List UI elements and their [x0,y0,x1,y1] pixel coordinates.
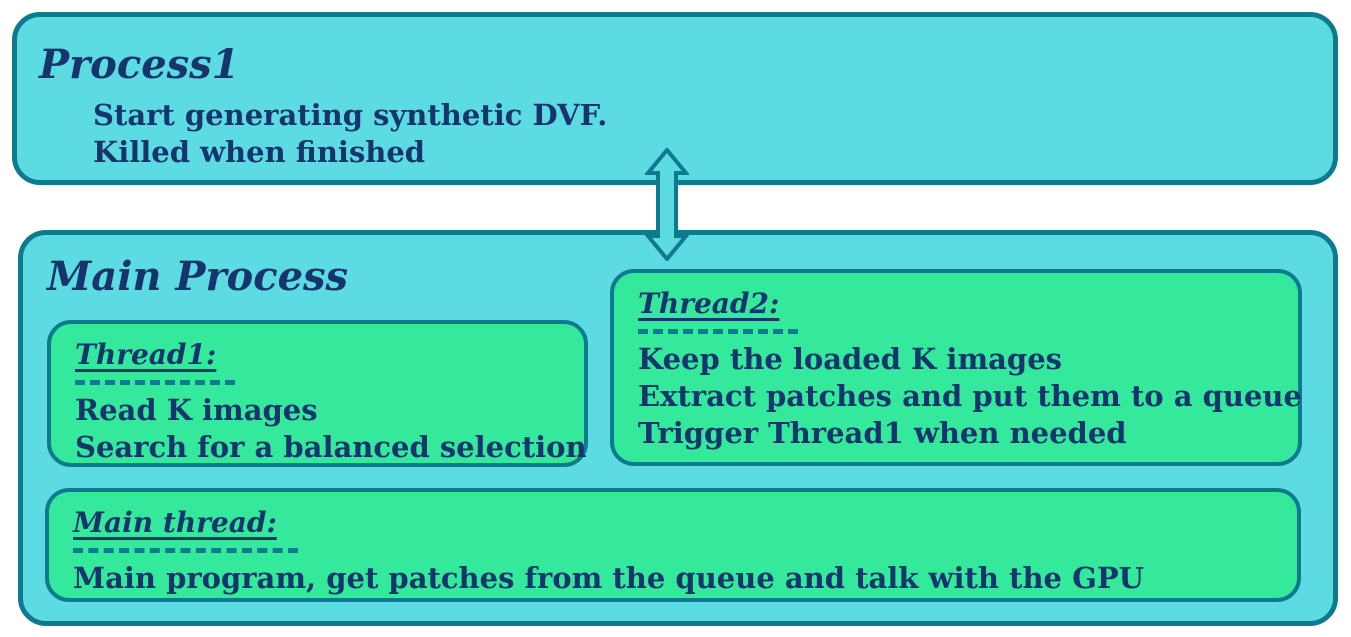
main-thread-dashed-underline [73,548,298,553]
main-process-title: Main Process [47,253,349,300]
double-arrow-icon [645,148,689,261]
thread2-heading: Thread2: [638,287,780,320]
thread1-line-2: Search for a balanced selection [75,430,587,464]
process1-line-1: Start generating synthetic DVF. [93,98,608,132]
process1-title: Process1 [39,41,240,88]
thread1-dashed-underline [75,380,235,385]
thread2-line-1: Keep the loaded K images [638,342,1062,376]
thread2-line-3: Trigger Thread1 when needed [638,416,1127,450]
thread1-heading: Thread1: [75,338,217,371]
thread2-box: Thread2: Keep the loaded K images Extrac… [610,269,1302,466]
thread2-line-2: Extract patches and put them to a queue [638,379,1302,413]
thread1-box: Thread1: Read K images Search for a bala… [47,320,588,467]
main-thread-box: Main thread: Main program, get patches f… [45,488,1301,602]
main-thread-heading: Main thread: [73,506,277,539]
thread2-dashed-underline [638,329,798,334]
main-process-box: Main Process Thread1: Read K images Sear… [18,230,1338,626]
main-thread-line-1: Main program, get patches from the queue… [73,561,1144,595]
process1-body: Start generating synthetic DVF. Killed w… [93,97,607,171]
process1-box: Process1 Start generating synthetic DVF.… [12,12,1338,185]
process1-line-2: Killed when finished [93,135,426,169]
thread1-line-1: Read K images [75,393,318,427]
